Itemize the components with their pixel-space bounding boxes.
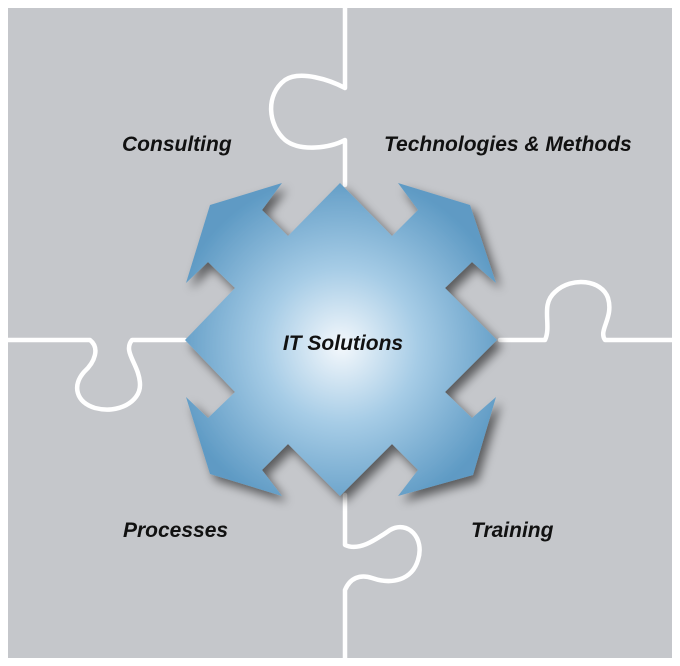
quadrant-label-training: Training	[471, 519, 554, 542]
seam-left	[5, 337, 188, 412]
central-arrow	[185, 183, 497, 496]
seam-right	[497, 279, 675, 343]
arrow-shape	[185, 183, 497, 496]
center-label: IT Solutions	[283, 332, 403, 355]
quadrant-label-technologies: Technologies & Methods	[384, 133, 632, 156]
seam-top	[268, 5, 348, 188]
quadrant-label-processes: Processes	[123, 519, 228, 542]
quadrant-label-consulting: Consulting	[122, 133, 232, 156]
puzzle-seams	[5, 5, 675, 661]
seam-bottom	[342, 492, 422, 661]
